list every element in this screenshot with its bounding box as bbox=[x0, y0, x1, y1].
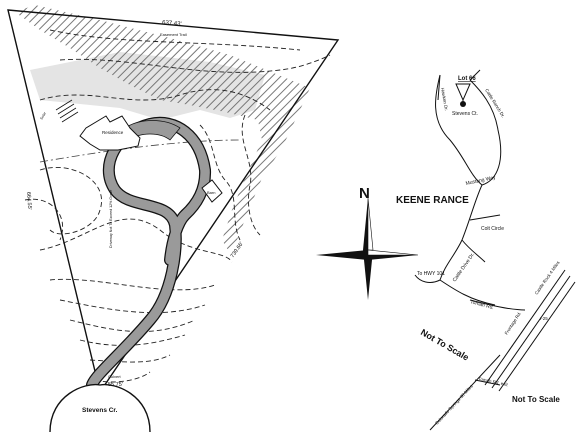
stevens-ct-label: Stevens Ct. bbox=[452, 111, 478, 117]
vicinity-roads bbox=[414, 69, 526, 431]
cattle-ranch-label: Cattle Ranch Dr. bbox=[484, 88, 506, 119]
lot-label: Lot 66 bbox=[458, 76, 476, 82]
solar-panels bbox=[55, 99, 79, 123]
easement-label: Easement Trail bbox=[160, 32, 187, 37]
mustang-label: Mustang Way bbox=[465, 175, 496, 187]
residence-label: Residence bbox=[102, 130, 124, 135]
hawken-label: Hawken Dr. bbox=[440, 87, 449, 111]
boundary-left-label: 664.55' bbox=[25, 192, 32, 210]
vicinity-title: KEENE RANCE bbox=[396, 195, 469, 206]
to-hwy-label: To HWY 101 bbox=[417, 271, 445, 277]
tomah-exit-label: Tomah Rd. exit bbox=[478, 376, 509, 387]
residence-building bbox=[79, 115, 141, 151]
frontage-label: Frontage Rd. bbox=[504, 311, 522, 336]
solar-label: Solar bbox=[39, 111, 47, 121]
castle-rock-label: Castle Rock 4 Miles bbox=[534, 260, 561, 296]
north-arrow bbox=[316, 197, 419, 300]
culvert-label: Culvert bbox=[108, 374, 122, 379]
north-label: N bbox=[359, 185, 370, 202]
street-label: Stevens Cr. bbox=[82, 407, 118, 414]
easement-hatch bbox=[15, 5, 310, 250]
boundary-top-label: 637.43' bbox=[162, 20, 182, 28]
contour-lines bbox=[24, 29, 331, 383]
interstate-label: I-25 bbox=[540, 316, 548, 321]
setback-line bbox=[39, 139, 241, 163]
boundary-bottom-label: 55.75' bbox=[108, 382, 123, 388]
barn-label: Barn bbox=[207, 190, 215, 195]
lot-marker bbox=[455, 83, 471, 107]
cul-de-sac bbox=[49, 383, 151, 432]
tomah-rd-label: Tomah Rd. bbox=[469, 299, 494, 311]
not-to-scale-label-1: Not To Scale bbox=[419, 327, 471, 363]
colorado-springs-label: Colorado Springs 30 Miles bbox=[434, 383, 474, 426]
cattle-drive-label: Cattle Drive Dr. bbox=[452, 252, 476, 283]
not-to-scale-label-2: Not To Scale bbox=[512, 395, 560, 404]
driveway-label: Driveway Not To Exceed 12% Grade bbox=[109, 190, 113, 248]
property-boundary bbox=[7, 9, 340, 394]
barn-building bbox=[201, 179, 223, 203]
interstate bbox=[484, 269, 576, 392]
colt-label: Colt Circle bbox=[481, 226, 504, 232]
